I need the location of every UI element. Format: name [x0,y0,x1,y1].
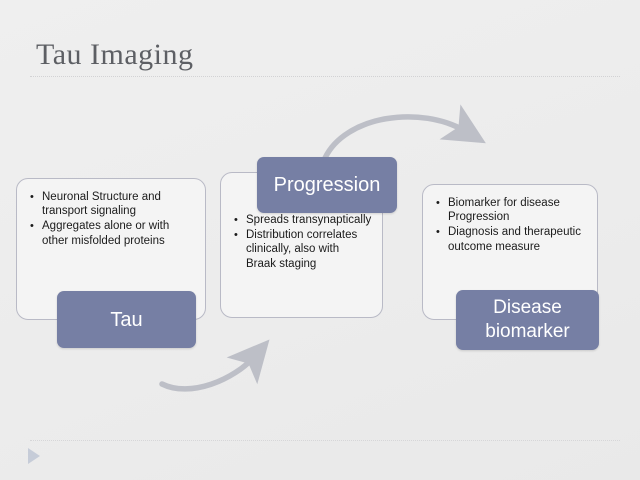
stage-card-tau-bullets: Neuronal Structure and transport signali… [29,189,195,248]
stage-chip-progression: Progression [257,157,397,213]
footer-divider [30,440,620,441]
list-item: Aggregates alone or with other misfolded… [29,219,195,247]
stage-card-progression-body: Spreads transynaptically Distribution co… [233,212,372,272]
stage-card-tau-body: Neuronal Structure and transport signali… [29,189,195,249]
stage-chip-progression-label: Progression [273,174,381,196]
chip-label-line-1: Disease [493,297,562,318]
stage-chip-disease-biomarker: Disease biomarker [456,290,599,350]
arrow-tau-to-progression [159,339,270,392]
arrow-progression-to-biomarker [322,104,486,161]
list-item: Biomarker for disease Progression [435,195,587,224]
list-item: Diagnosis and therapeutic outcome measur… [435,225,587,253]
stage-card-disease-biomarker-bullets: Biomarker for disease Progression Diagno… [435,195,587,254]
list-item: Spreads transynaptically [233,212,372,227]
stage-card-disease-biomarker-body: Biomarker for disease Progression Diagno… [435,195,587,255]
stage-chip-disease-biomarker-label: Disease biomarker [485,296,569,344]
stage-card-progression-bullets: Spreads transynaptically Distribution co… [233,212,372,271]
list-item: Distribution correlates clinically, also… [233,228,372,271]
chip-label-line-2: biomarker [485,321,570,342]
play-icon[interactable] [28,448,40,464]
stage-chip-tau-label: Tau [110,308,143,331]
stage-card-tau: Neuronal Structure and transport signali… [16,178,206,320]
list-item: Neuronal Structure and transport signali… [29,189,195,218]
title-divider [30,76,620,77]
stage-chip-tau: Tau [57,291,196,348]
page-title: Tau Imaging [36,38,194,71]
